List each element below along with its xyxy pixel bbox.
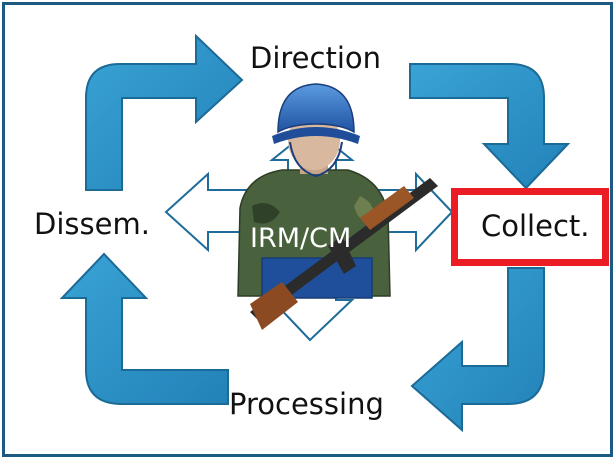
arrow-direction-to-collect (409, 63, 571, 190)
arrow-collect-to-processing (410, 267, 545, 433)
rifle-icon (250, 178, 438, 330)
rifle-magazine (328, 236, 356, 274)
rifle-stock (250, 282, 298, 330)
node-dissem: Dissem. (34, 207, 150, 241)
camo-patch (252, 203, 280, 224)
rifle-handguard (360, 186, 414, 230)
soldier-helmet (277, 83, 355, 134)
center-label: IRM/CM (250, 223, 352, 254)
collect-highlight-box (451, 188, 609, 266)
helmet-brim (272, 127, 360, 144)
node-direction: Direction (250, 41, 382, 75)
chin-strap (289, 141, 343, 178)
arrow-dissem-to-direction (85, 33, 244, 191)
node-collect: Collect. (481, 209, 590, 243)
arrow-processing-to-dissem (59, 252, 229, 405)
node-processing: Processing (229, 387, 384, 421)
